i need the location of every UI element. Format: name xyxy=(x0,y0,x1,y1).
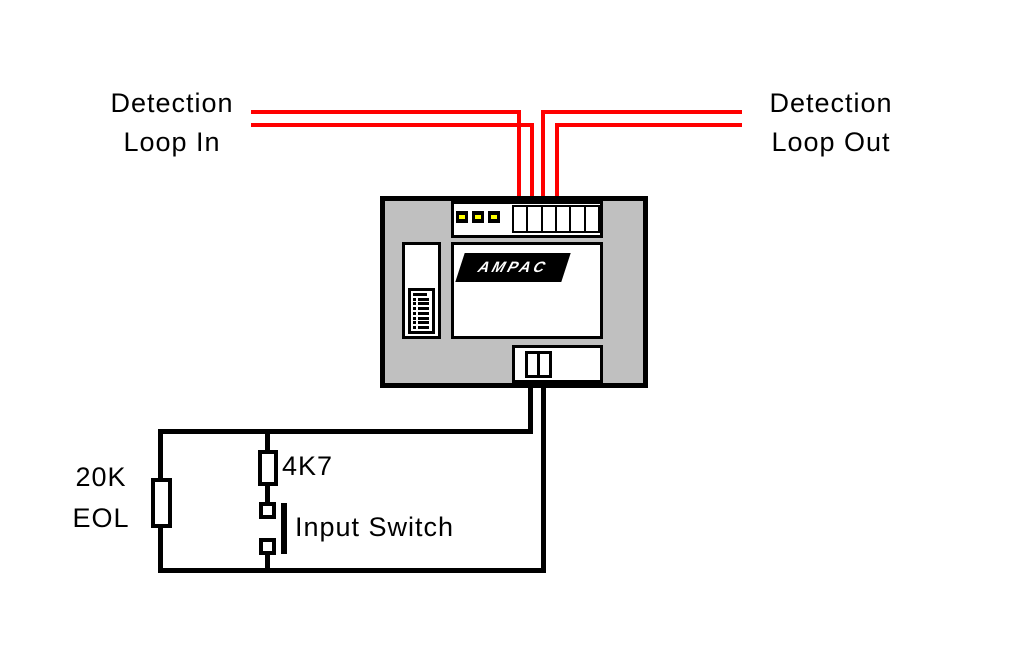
loop-in-wire-drop-2 xyxy=(530,123,534,196)
loop-in-wire-bottom-h xyxy=(251,123,534,127)
switch-contact-lower xyxy=(259,538,276,555)
switch-contact-upper xyxy=(259,502,276,519)
eol-value: 20K xyxy=(75,462,127,492)
switch-branch-wire-a xyxy=(265,429,270,452)
loop-in-line1: Detection xyxy=(110,88,234,118)
eol-text: EOL xyxy=(72,503,130,533)
ampac-logo: AMPAC xyxy=(455,253,571,282)
switch-branch-wire-c xyxy=(265,553,270,570)
loop-in-wire-drop-1 xyxy=(517,110,521,196)
loop-out-wire-top-h xyxy=(541,110,742,114)
input-wire-left-drop xyxy=(528,386,533,434)
input-terminal-panel xyxy=(512,345,603,383)
switch-lever xyxy=(281,503,287,554)
ampac-loop-module: AMPAC xyxy=(380,196,648,388)
loop-in-wire-top-h xyxy=(251,110,521,114)
loop-out-line1: Detection xyxy=(769,88,893,118)
led-terminal-panel xyxy=(451,201,603,238)
eol-resistor-symbol xyxy=(151,478,172,528)
loop-out-wire-bottom-h xyxy=(555,123,742,127)
circuit-top-h-wire xyxy=(158,429,533,434)
detection-loop-out-label: Detection Loop Out xyxy=(748,84,914,162)
loop-out-line2: Loop Out xyxy=(771,127,891,157)
input-switch-label: Input Switch xyxy=(295,512,455,542)
series-resistor-symbol xyxy=(258,450,278,486)
eol-resistor-label: 20K EOL xyxy=(64,457,138,539)
brand-name: AMPAC xyxy=(475,259,551,276)
loop-out-wire-drop-2 xyxy=(555,123,559,196)
loop-out-wire-drop-1 xyxy=(541,110,545,196)
circuit-bottom-h-wire xyxy=(158,568,546,573)
loop-in-line2: Loop In xyxy=(123,127,221,157)
status-led-row xyxy=(456,211,500,223)
input-terminal-block xyxy=(525,351,552,378)
loop-terminal-block xyxy=(512,205,600,233)
series-resistor-label: 4K7 xyxy=(282,451,334,481)
dip-switch-icon xyxy=(408,288,435,334)
switch-branch-wire-b xyxy=(265,484,270,504)
dip-switch-housing xyxy=(402,242,441,339)
detection-loop-in-label: Detection Loop In xyxy=(92,84,252,162)
brand-panel: AMPAC xyxy=(451,242,603,339)
input-wire-right-drop xyxy=(541,386,546,573)
